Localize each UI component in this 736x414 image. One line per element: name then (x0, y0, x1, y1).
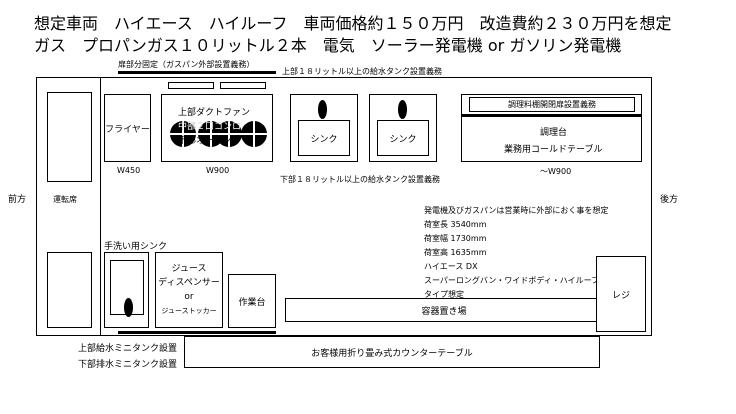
note-line: 荷室高 1635mm (424, 248, 487, 257)
header-line-2: ガス プロパンガス１０リットル２本 電気 ソーラー発電機 or ガソリン発電機 (34, 36, 622, 55)
vent-rect-1 (168, 82, 214, 89)
container-area-box: 容器置き場 (285, 298, 603, 322)
counter-line-2: 業務用コールドテーブル (504, 145, 603, 155)
vehicle-outline (36, 77, 652, 336)
juice-dispenser-box: ジュース ディスペンサー or ジューストッカー (155, 252, 223, 328)
juice-line-1: ジュース (171, 264, 207, 274)
door-fixed-label: 扉部分固定（ガスパン外部設置義務） (118, 60, 255, 69)
workbench-box: 作業台 (228, 274, 276, 328)
burner-icon (241, 121, 267, 147)
front-label: 前方 (8, 195, 27, 205)
handwash-sink-label: 手洗い用シンク (104, 242, 168, 252)
upper-tank-top-label: 上部１８リットル以上の給水タンク設置義務 (282, 67, 442, 76)
passenger-seat-box (47, 252, 92, 328)
note-line: スーパーロングバン・ワイドボディ・ハイルーフ (424, 276, 600, 285)
fryer-box: フライヤー (104, 94, 151, 162)
note-line: ハイエース DX (424, 262, 478, 271)
burner-icon (170, 121, 196, 147)
stove-line-2: 中部２口コンロ (178, 122, 242, 132)
door-fixed-bar (118, 71, 276, 74)
register-box: レジ (596, 256, 646, 332)
note-line: 発電機及びガスパンは営業時に外部におく事を想定 (424, 206, 609, 215)
lower-mini-tank-label: 下部排水ミニタンク設置 (78, 360, 178, 370)
juice-line-3: or (184, 292, 194, 302)
sink-2-label: シンク (389, 134, 417, 145)
faucet-icon (318, 100, 327, 119)
folding-counter-box: お客様用折り畳み式カウンターテーブル (184, 336, 600, 368)
juice-line-2: ディスペンサー (158, 278, 220, 288)
juice-line-4: ジューストッカー (161, 307, 217, 315)
workbench-label: 作業台 (238, 297, 266, 308)
register-label: レジ (611, 290, 630, 301)
spec-notes: 発電機及びガスパンは営業時に外部におく事を想定 荷室長 3540mm 荷室幅 1… (424, 204, 608, 302)
upper-mini-tank-label: 上部給水ミニタンク設置 (78, 344, 178, 354)
stove-line-1: 上部ダクトファン (178, 108, 251, 118)
cab-divider (100, 77, 101, 336)
stove-width: W900 (206, 166, 230, 175)
counter-line-1: 調理台 (540, 128, 568, 138)
faucet-icon (124, 298, 133, 317)
fryer-width: W450 (117, 166, 141, 175)
sink-2-basin: シンク (377, 120, 429, 156)
mini-tank-bar (118, 331, 276, 334)
stove-line-3: 下部オーブン (178, 136, 232, 146)
cabinet-door-label: 調理料棚開閉扉設置義務 (508, 100, 596, 109)
container-area-label: 容器置き場 (421, 306, 467, 317)
note-line: 荷室長 3540mm (424, 220, 487, 229)
driver-seat-box (47, 92, 92, 182)
faucet-icon (398, 100, 407, 119)
folding-counter-label: お客様用折り畳み式カウンターテーブル (311, 348, 473, 359)
burner-icon (216, 121, 242, 147)
note-line: 荷室幅 1730mm (424, 234, 487, 243)
fryer-label: フライヤー (105, 124, 150, 135)
header-line-1: 想定車両 ハイエース ハイルーフ 車両価格約１５０万円 改造費約２３０万円を想定 (34, 14, 672, 33)
rear-label: 後方 (660, 195, 679, 205)
counter-width: ～W900 (540, 167, 572, 176)
sink-1-basin: シンク (298, 120, 350, 156)
vent-rect-2 (220, 82, 266, 89)
counter-top-bar (461, 114, 642, 117)
stove-labels: 上部ダクトファン 中部２口コンロ 下部オーブン (178, 106, 250, 148)
note-line: タイプ想定 (424, 290, 464, 299)
sink-1-label: シンク (310, 134, 338, 145)
lower-tank-mid-label: 下部１８リットル以上の給水タンク設置義務 (280, 175, 440, 184)
cabinet-door-box: 調理料棚開閉扉設置義務 (469, 97, 635, 112)
driver-seat-label: 運転席 (53, 195, 77, 204)
